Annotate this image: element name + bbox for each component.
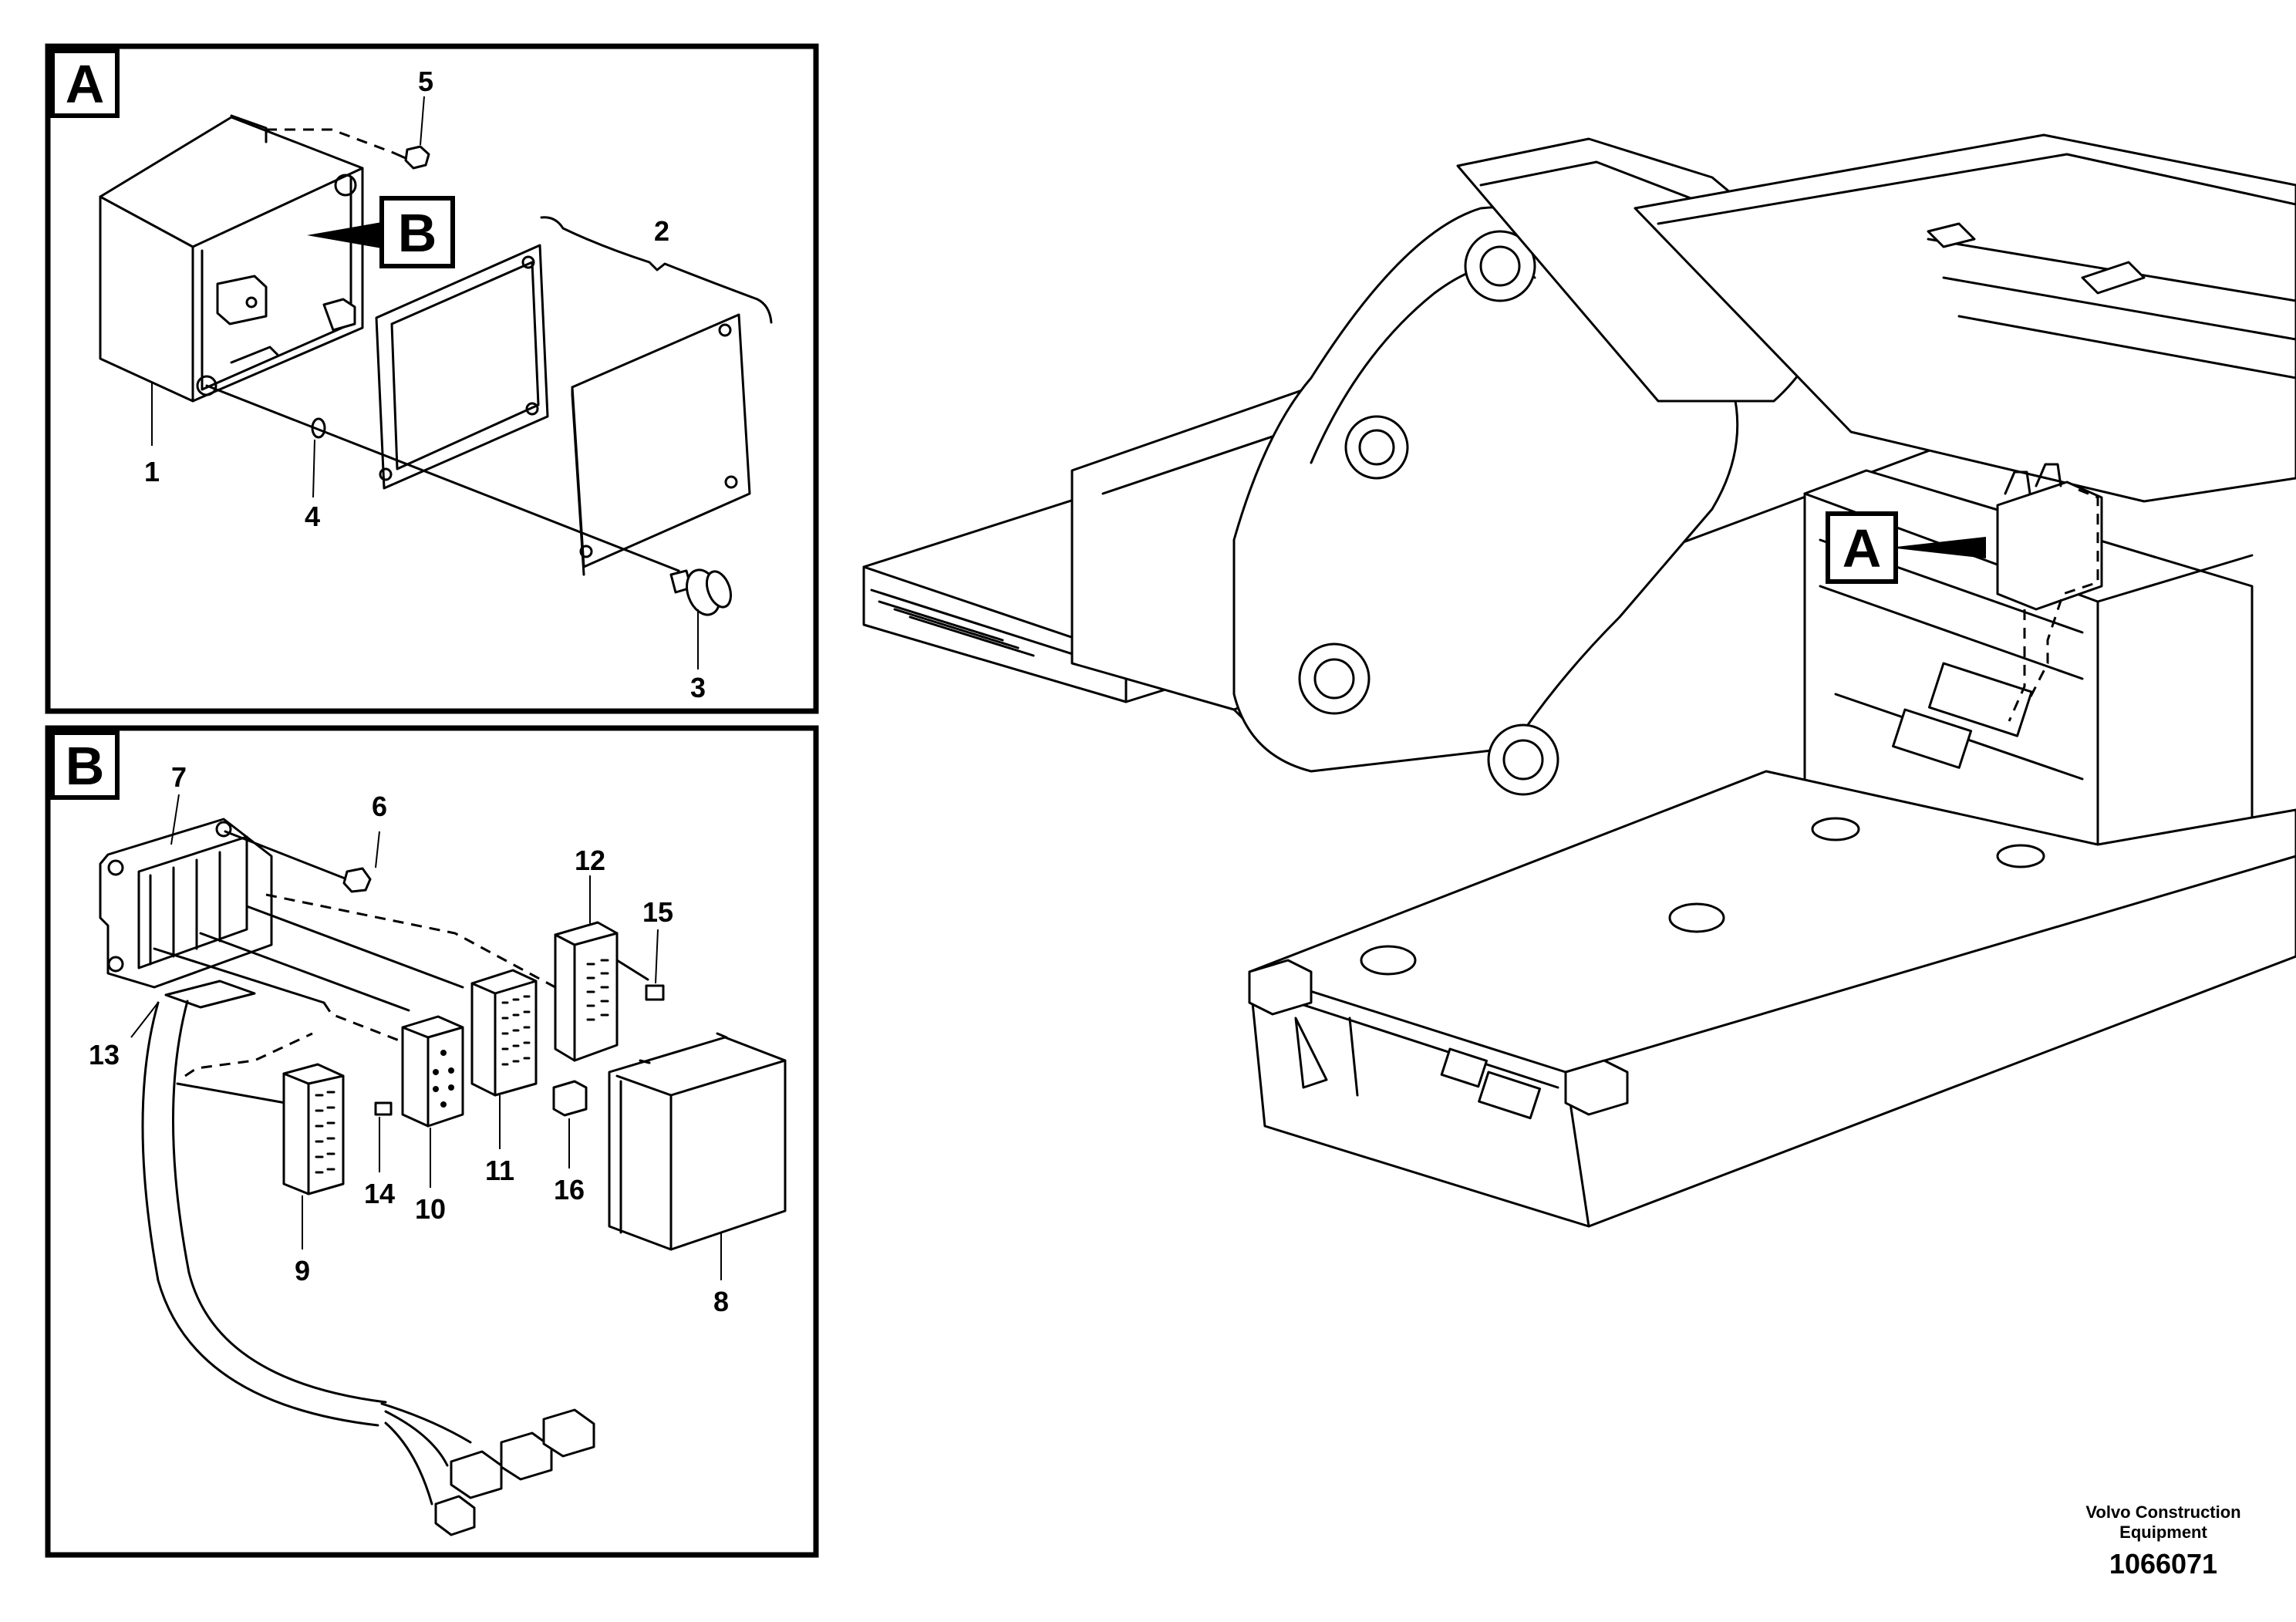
part-16: 16 <box>554 1174 585 1206</box>
part-5: 5 <box>418 66 433 97</box>
plug-14 <box>374 1101 393 1116</box>
part-14: 14 <box>364 1178 395 1209</box>
gasket <box>375 244 549 490</box>
part-12: 12 <box>575 845 605 876</box>
drawing-number: 1066071 <box>2109 1548 2217 1580</box>
connector-12 <box>554 921 649 1062</box>
panel-a-label: A <box>66 54 105 114</box>
relay-16 <box>552 1080 588 1117</box>
machine-frame-overview <box>862 133 2296 1228</box>
harness-13 <box>141 980 595 1536</box>
assembly-lines <box>153 893 556 1104</box>
cover <box>571 313 751 576</box>
panel-a: A 5 B <box>45 43 819 714</box>
callout-a-label: A <box>1843 518 1882 578</box>
part-8: 8 <box>713 1286 729 1317</box>
knob-3 <box>205 384 733 616</box>
connector-11 <box>470 969 538 1097</box>
part-15: 15 <box>642 896 673 928</box>
part-2: 2 <box>654 215 669 247</box>
footer: Volvo Construction Equipment 1066071 <box>2085 1502 2240 1580</box>
screw-6 <box>342 867 372 893</box>
frame-7 <box>99 818 273 989</box>
part-7: 7 <box>171 761 187 793</box>
cover-8 <box>608 1032 787 1251</box>
part-11: 11 <box>485 1155 514 1186</box>
part-4: 4 <box>305 501 320 532</box>
part-10: 10 <box>415 1193 446 1225</box>
callout-a: A <box>1826 511 1986 584</box>
callout-b-label: B <box>398 203 437 263</box>
screw-5 <box>266 128 430 170</box>
part-3: 3 <box>690 672 706 703</box>
junction-box <box>99 114 364 403</box>
brand-line-2: Equipment <box>2119 1523 2207 1542</box>
panel-b-label: B <box>66 736 105 796</box>
part-13: 13 <box>89 1039 120 1071</box>
part-6: 6 <box>372 791 387 822</box>
panel-b: B 7 6 <box>45 725 819 1558</box>
callout-b: B <box>307 196 455 268</box>
brand-line-1: Volvo Construction <box>2085 1502 2240 1522</box>
plug-15 <box>645 984 665 1001</box>
part-1: 1 <box>144 456 160 487</box>
bracket-2 <box>540 216 773 324</box>
screw-6-line <box>224 830 349 881</box>
washer-4 <box>311 417 326 439</box>
connector-9 <box>282 1063 345 1195</box>
part-9: 9 <box>295 1255 310 1286</box>
connector-10 <box>401 1015 464 1128</box>
